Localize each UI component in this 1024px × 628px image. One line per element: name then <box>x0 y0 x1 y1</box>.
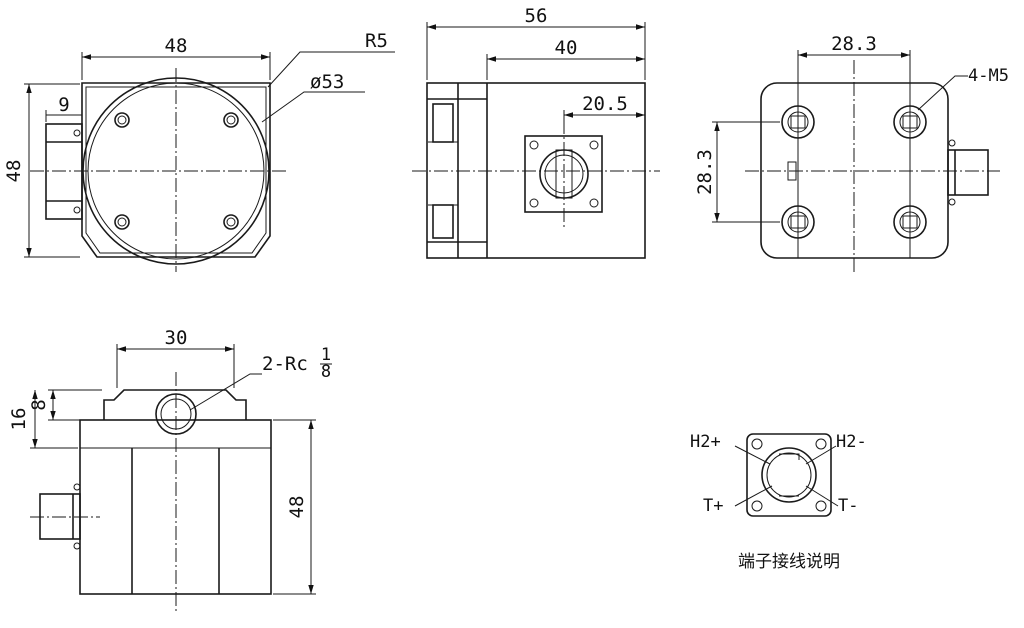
front-dim-radius: R5 <box>365 30 388 52</box>
back-dim-hole-spacing-h: 28.3 <box>831 33 877 55</box>
front-dim-width: 48 <box>165 35 188 57</box>
top-dim-port-spacing: 30 <box>165 327 188 349</box>
screw-holes <box>114 112 239 230</box>
front-dim-height: 48 <box>3 160 25 183</box>
back-dim-thread: 4-M5 <box>968 66 1009 86</box>
top-dim-height: 48 <box>286 496 308 519</box>
top-dim-port-thread: 2-Rc <box>262 353 308 375</box>
side-dim-connector: 20.5 <box>582 93 628 115</box>
side-view: 56 40 20.5 <box>412 5 660 259</box>
top-dim-step: 8 <box>28 399 50 410</box>
pin-h2-minus-label: H2- <box>836 432 867 452</box>
side-dim-overall: 56 <box>525 5 548 27</box>
back-view: 28.3 28.3 4-M5 <box>694 33 1009 272</box>
back-dim-hole-spacing-v: 28.3 <box>694 149 716 195</box>
pin-t-minus-label: T- <box>838 496 858 516</box>
pin-h2-plus-label: H2+ <box>690 432 721 452</box>
front-dim-diameter: ø53 <box>310 71 344 93</box>
side-dim-body: 40 <box>555 37 578 59</box>
pin-t-plus-label: T+ <box>703 496 723 516</box>
top-view: 30 2-Rc 1 8 8 16 48 <box>8 327 332 612</box>
top-dim-port-fraction-num: 1 <box>321 345 331 365</box>
top-dim-total-top: 16 <box>8 408 30 431</box>
terminal-caption: 端子接线说明 <box>738 552 840 572</box>
front-view: 48 48 9 R5 ø53 <box>3 30 395 272</box>
terminal-wiring-diagram: H2+ H2- T+ T- 端子接线说明 <box>690 432 867 572</box>
mounting-holes <box>781 105 927 239</box>
front-dim-inlet: 9 <box>58 94 69 116</box>
top-dim-port-fraction-den: 8 <box>321 362 331 382</box>
